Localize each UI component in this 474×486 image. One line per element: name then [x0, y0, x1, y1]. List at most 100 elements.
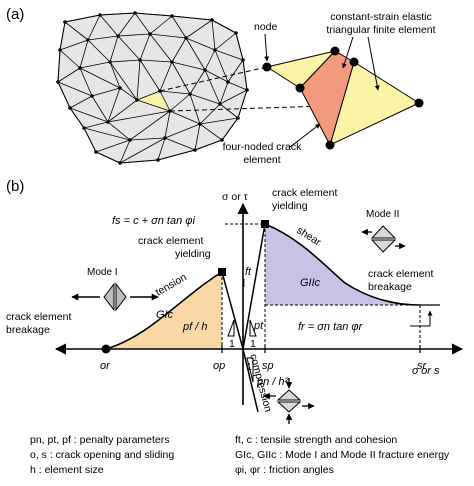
- mesh-node: [94, 150, 98, 154]
- mesh-node: [56, 80, 60, 84]
- mode-I-energy-area: [106, 272, 222, 349]
- mesh-edge: [64, 21, 89, 41]
- mesh-edge: [199, 117, 239, 125]
- legend-right-3: φi, φr : friction angles: [235, 464, 334, 476]
- mesh-edge: [149, 33, 173, 63]
- mesh-edge: [83, 127, 97, 153]
- mesh-edge: [83, 121, 109, 129]
- legend-left-1: pn, pt, pf : penalty parameters: [30, 434, 170, 446]
- breakage-right-line2: breakage: [368, 281, 412, 293]
- mesh-node: [163, 136, 167, 140]
- mesh-edge: [109, 61, 121, 89]
- mesh-edge: [139, 59, 161, 92]
- mesh-edge: [164, 137, 196, 151]
- panel-a-label: (a): [6, 6, 24, 23]
- legend-right-2: GIc, GIIc : Mode I and Mode II fracture …: [235, 449, 450, 461]
- mesh-edge: [91, 87, 121, 97]
- mesh-edge: [119, 87, 138, 101]
- mesh-node: [213, 48, 217, 52]
- mesh-node: [118, 86, 122, 90]
- mesh-edge: [159, 61, 173, 92]
- mesh-edge: [87, 39, 111, 63]
- tick-sr: sr: [417, 360, 428, 372]
- tick-or: or: [100, 360, 111, 372]
- mesh-edge: [117, 33, 151, 37]
- mesh-edge: [185, 37, 216, 51]
- mesh-edge: [164, 123, 201, 139]
- mesh-edge: [185, 37, 206, 71]
- mesh-node: [198, 122, 202, 126]
- legend-right-1: ft, c : tensile strength and cohesion: [235, 434, 397, 446]
- mesh-edge: [214, 32, 237, 51]
- mesh-node: [218, 102, 222, 106]
- mesh-edge: [59, 39, 89, 51]
- mesh-edge: [91, 95, 109, 123]
- mesh-node: [236, 116, 240, 120]
- crack-callout-line1: four-noded crack: [223, 141, 303, 153]
- mesh-edge: [169, 110, 201, 125]
- mesh-edge: [95, 139, 131, 153]
- mesh-edge: [107, 121, 131, 141]
- mesh-node: [203, 68, 207, 72]
- mesh-edge: [83, 127, 131, 141]
- mesh-node: [63, 20, 67, 24]
- mesh-edge: [164, 110, 171, 139]
- mesh-edge: [99, 14, 119, 37]
- mesh-edge: [134, 12, 173, 17]
- mesh-edge: [99, 12, 136, 16]
- mesh-node: [210, 18, 214, 22]
- mesh-edge: [107, 87, 121, 123]
- GIIc-label: GIIc: [300, 277, 321, 289]
- mesh-edge: [211, 19, 237, 34]
- mesh-node: [90, 94, 94, 98]
- mesh-edge: [159, 90, 191, 95]
- mesh-edge: [119, 137, 166, 164]
- GIc-label: GIc: [156, 309, 174, 321]
- mesh-node: [245, 88, 249, 92]
- mesh-edge: [221, 117, 239, 141]
- mode-II-softening-curve: [264, 223, 421, 306]
- mesh-edge: [194, 139, 223, 151]
- formula-fs: fs = c + σn tan φi: [112, 215, 195, 227]
- mesh-edge: [107, 99, 138, 123]
- tension-label: tension: [154, 271, 189, 298]
- y-axis-label: σ or τ: [222, 191, 249, 203]
- mesh-node: [234, 31, 238, 35]
- breakage-left-line2: breakage: [6, 324, 50, 336]
- legend-left-3: h : element size: [30, 464, 104, 476]
- mesh-node: [188, 92, 192, 96]
- mesh-edge: [119, 159, 159, 164]
- mesh-edge: [204, 69, 221, 105]
- mesh-node: [170, 60, 174, 64]
- mesh-edge: [227, 81, 248, 91]
- mode-I-icon: Mode I: [71, 267, 159, 312]
- mesh-edge: [149, 33, 187, 39]
- highlighted-element: [137, 91, 170, 111]
- slope-one-left: 1: [229, 338, 235, 350]
- mesh-edge: [171, 61, 191, 95]
- mesh-edge: [237, 89, 248, 119]
- mesh-edge: [242, 59, 248, 91]
- mesh-edge: [204, 49, 216, 71]
- yield-top-line2: yielding: [272, 200, 308, 212]
- mesh-edge: [211, 19, 216, 51]
- mode-II-icon: Mode II: [361, 209, 406, 253]
- mesh-node: [133, 11, 137, 15]
- mesh-edge: [199, 103, 221, 125]
- x-axis-label: o or s: [412, 365, 440, 377]
- mode-II-energy-area: [265, 224, 420, 305]
- ft-label: ft: [245, 266, 252, 278]
- tick-op: op: [213, 360, 225, 372]
- element-callout-line1: constant-strain elastic: [330, 11, 432, 23]
- pf-h-label: pf / h: [182, 321, 207, 333]
- mesh-edge: [169, 93, 191, 112]
- mesh-edge: [57, 67, 81, 83]
- mesh-edge: [107, 110, 171, 123]
- breakage-left-line1: crack element: [6, 311, 71, 323]
- mesh-edge: [57, 81, 93, 97]
- mesh-edge: [69, 107, 109, 123]
- mode-I-yield-point: [218, 268, 226, 276]
- mesh-edge: [117, 35, 141, 61]
- mesh-node: [170, 14, 174, 18]
